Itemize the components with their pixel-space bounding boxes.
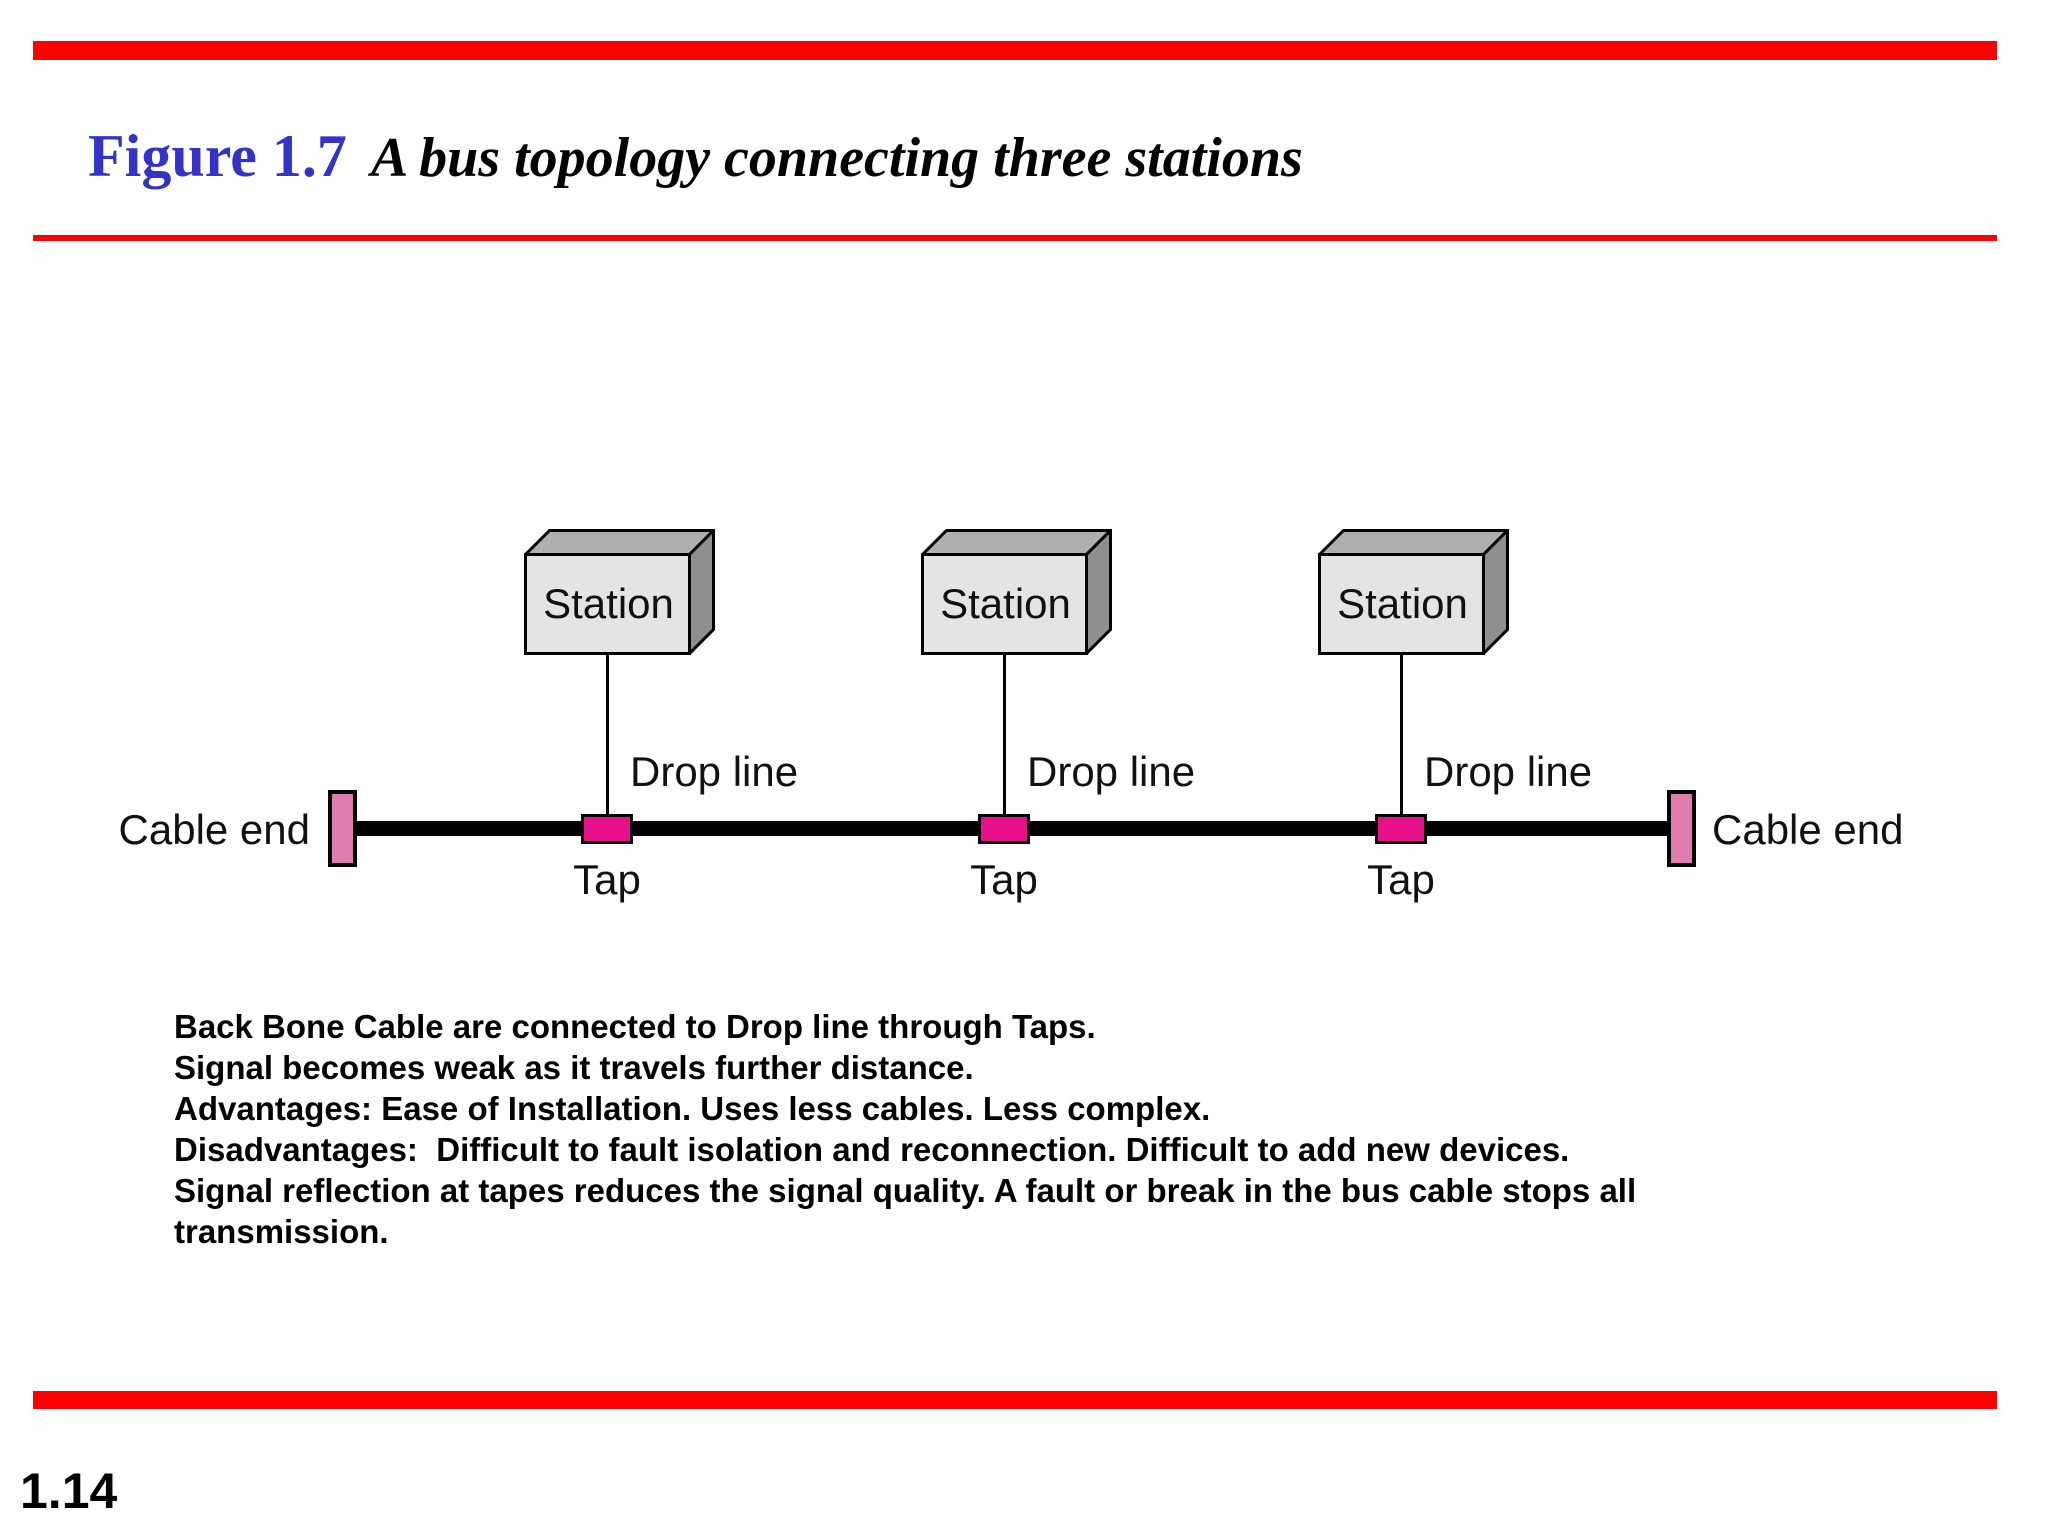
page-number: 1.14 (20, 1463, 118, 1519)
station-label: Station (1337, 580, 1468, 627)
note-line: Advantages: Ease of Installation. Uses l… (174, 1090, 1211, 1127)
title-underline-rule (33, 235, 1997, 241)
drop-line-label-3: Drop line (1424, 748, 1593, 795)
figure-number-label: Figure 1.7 (88, 123, 347, 189)
drop-line-label-1: Drop line (630, 748, 799, 795)
tap-1 (581, 814, 633, 844)
station-label: Station (940, 580, 1071, 627)
cable-end-label-left: Cable end (118, 806, 310, 853)
drop-line-3 (1400, 653, 1403, 821)
tap-3 (1375, 814, 1427, 844)
note-line: Disadvantages: Difficult to fault isolat… (174, 1131, 1570, 1168)
station-3d-box-icon (918, 526, 1115, 658)
station-box-1: Station (521, 526, 718, 658)
cable-end-label-right: Cable end (1712, 806, 1904, 853)
top-red-rule (33, 41, 1997, 60)
station-box-2: Station (918, 526, 1115, 658)
tap-2 (978, 814, 1030, 844)
drop-line-2 (1003, 653, 1006, 821)
figure-title-row: Figure 1.7 A bus topology connecting thr… (88, 122, 1303, 191)
figure-caption: A bus topology connecting three stations (370, 127, 1303, 189)
note-line: Back Bone Cable are connected to Drop li… (174, 1008, 1096, 1045)
station-box-3: Station (1315, 526, 1512, 658)
station-label: Station (543, 580, 674, 627)
drop-line-1 (606, 653, 609, 821)
tap-label-2: Tap (970, 856, 1038, 903)
note-line: Signal reflection at tapes reduces the s… (174, 1172, 1637, 1209)
station-3d-box-icon (1315, 526, 1512, 658)
cable-end-terminator-right (1667, 790, 1696, 867)
notes-paragraph: Back Bone Cable are connected to Drop li… (174, 1006, 1636, 1252)
note-line: Signal becomes weak as it travels furthe… (174, 1049, 974, 1086)
tap-label-1: Tap (573, 856, 641, 903)
note-line: transmission. (174, 1213, 389, 1250)
tap-label-3: Tap (1367, 856, 1435, 903)
cable-end-terminator-left (328, 790, 357, 867)
bottom-red-rule (33, 1391, 1997, 1409)
drop-line-label-2: Drop line (1027, 748, 1196, 795)
